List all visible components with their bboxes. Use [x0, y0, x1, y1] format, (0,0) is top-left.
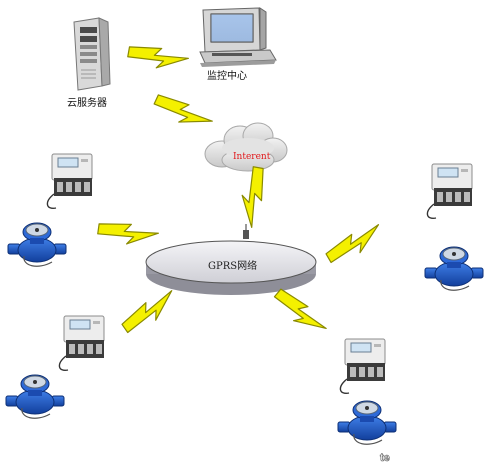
modem-icon [243, 224, 249, 239]
network-label: GPRS网络 [208, 259, 257, 272]
meter-controller-box-icon [426, 163, 473, 220]
server-label: 云服务器 [67, 96, 107, 109]
monitor-label: 监控中心 [207, 69, 247, 82]
lightning-bolt-icon [150, 90, 216, 136]
meter-controller-box-icon [46, 153, 93, 210]
network-disk [145, 240, 317, 295]
meter-controller-box-icon [58, 315, 105, 372]
watermark-text: te [380, 452, 390, 464]
lightning-bolt-icon [269, 285, 331, 341]
lightning-bolt-icon [96, 219, 160, 249]
meter-controller-box-icon [339, 338, 386, 395]
cloud-icon [204, 122, 288, 172]
water-meter-icon [5, 374, 65, 419]
water-meter-icon [337, 400, 397, 445]
desktop-computer-icon [199, 7, 277, 67]
lightning-bolt-icon [323, 219, 387, 269]
water-meter-icon [7, 222, 67, 267]
lightning-bolt-icon [119, 286, 181, 338]
water-meter-icon [424, 246, 484, 291]
lightning-bolt-icon [236, 165, 268, 229]
cloud-label: Interent [233, 152, 271, 162]
lightning-bolt-icon [126, 42, 190, 74]
server-tower-icon [73, 17, 111, 91]
